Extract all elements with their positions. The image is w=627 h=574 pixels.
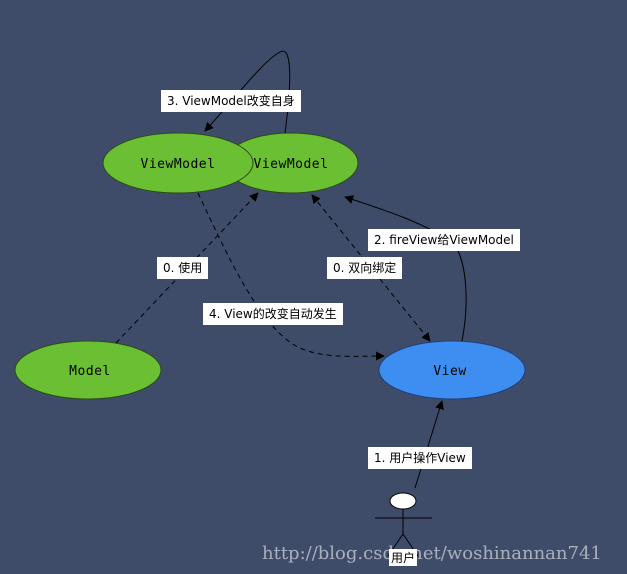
label-two-way-binding: 0. 双向绑定 bbox=[327, 257, 403, 279]
label-view-auto-change: 4. View的改变自动发生 bbox=[203, 303, 343, 325]
viewmodel-front-label: ViewModel bbox=[141, 157, 216, 172]
viewmodel-front-node bbox=[102, 132, 254, 194]
actor-label: 用户 bbox=[389, 549, 418, 566]
label-user-operates-view: 1. 用户操作View bbox=[368, 447, 472, 469]
view-node bbox=[378, 340, 526, 400]
view-label: View bbox=[433, 364, 466, 379]
edge-user-operates-view bbox=[414, 400, 444, 489]
watermark: http://blog.csdn.net/woshinannan741 bbox=[262, 543, 602, 564]
label-model-used-by-vm: 0. 使用 bbox=[157, 257, 209, 279]
model-node bbox=[14, 340, 162, 400]
viewmodel-back-label: ViewModel bbox=[254, 157, 329, 172]
model-label: Model bbox=[69, 364, 111, 379]
label-vm-self-change: 3. ViewModel改变自身 bbox=[161, 90, 301, 112]
label-fire-view-to-vm: 2. fireView给ViewModel bbox=[368, 229, 520, 251]
